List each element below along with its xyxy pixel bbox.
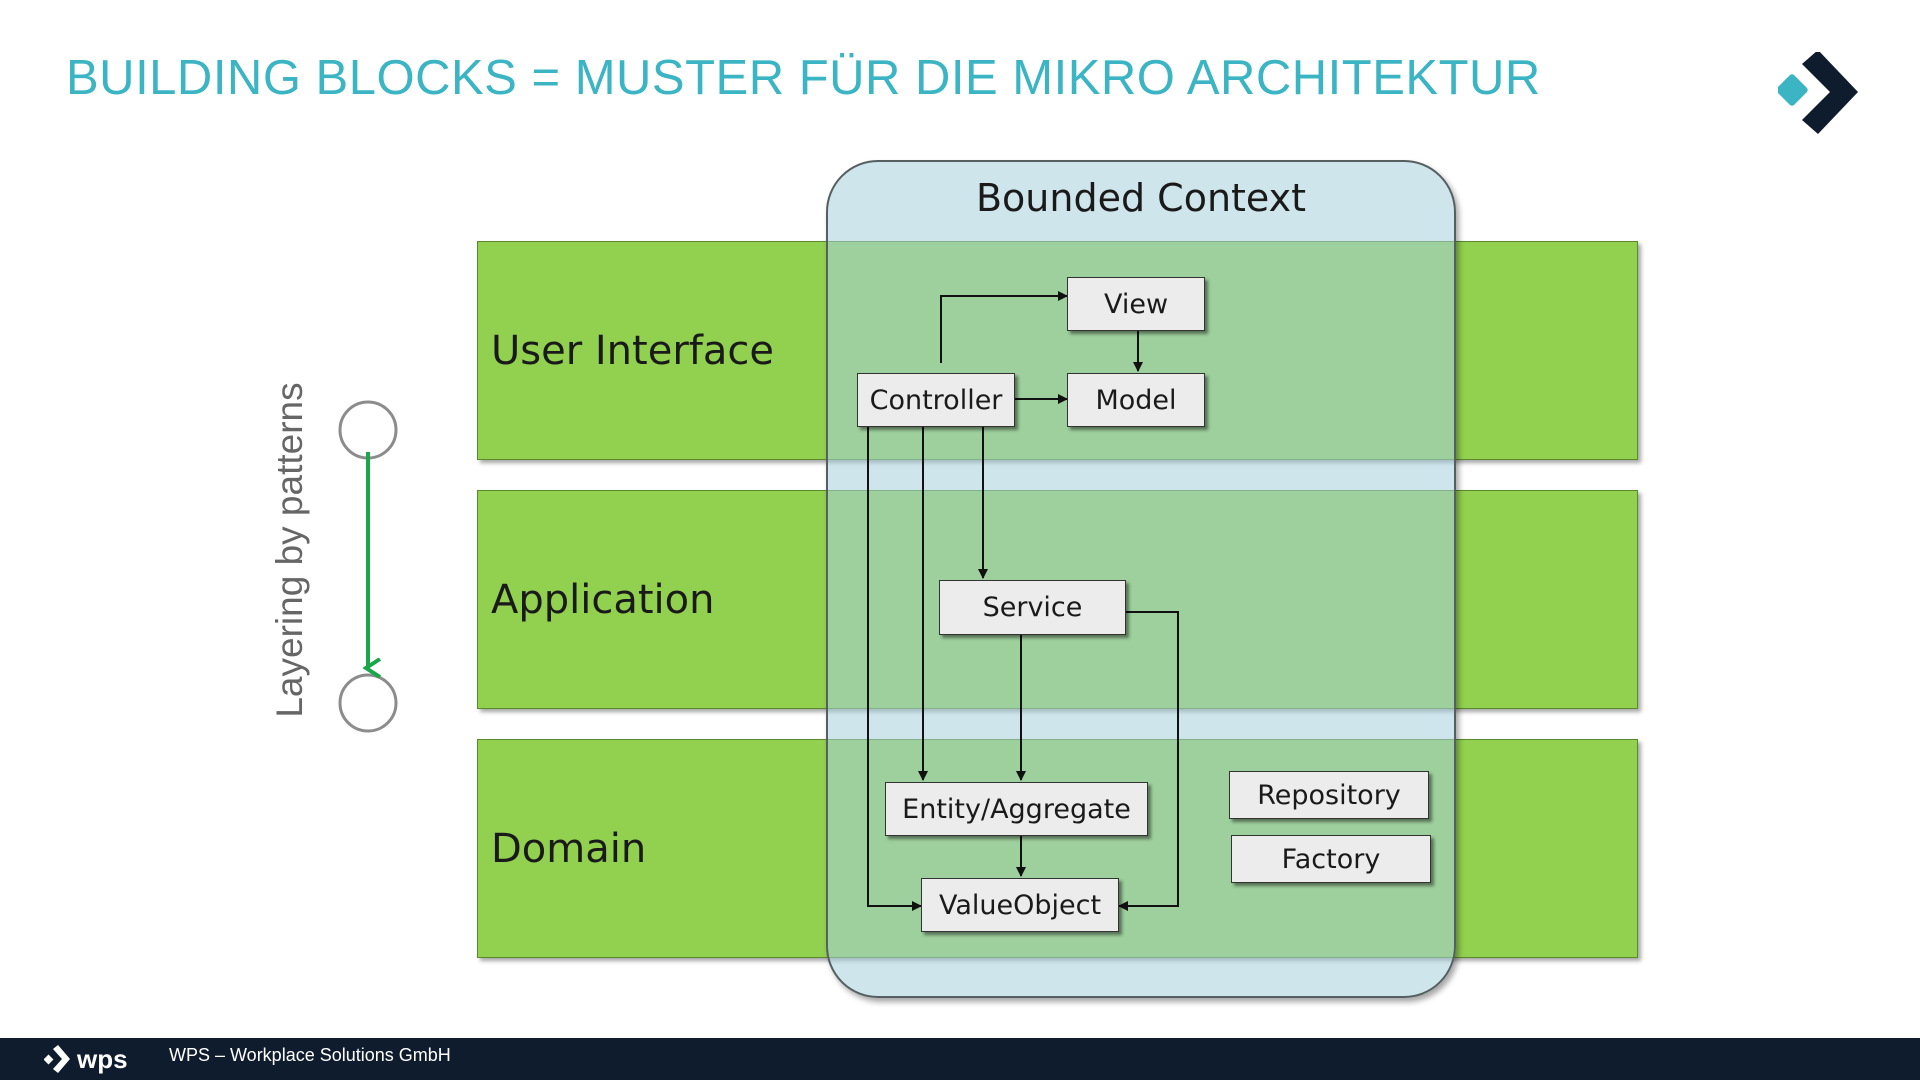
wps-logo-icon bbox=[1778, 52, 1858, 134]
layering-bottom-circle bbox=[338, 673, 398, 733]
value-object-block: ValueObject bbox=[921, 878, 1119, 932]
controller-block: Controller bbox=[857, 373, 1015, 427]
footer-company: WPS – Workplace Solutions GmbH bbox=[169, 1045, 451, 1065]
footer-bar bbox=[0, 1038, 1920, 1080]
layering-label: Layering by patterns bbox=[269, 382, 310, 718]
footer-wps-logo-icon: wps bbox=[44, 1044, 128, 1074]
entity-aggregate-block: Entity/Aggregate bbox=[885, 782, 1148, 836]
slide-title: BUILDING BLOCKS = MUSTER FÜR DIE MIKRO A… bbox=[66, 51, 1541, 105]
footer-brand: wps bbox=[76, 1044, 128, 1074]
layering-top-circle bbox=[338, 400, 398, 460]
bounded-context-title: Bounded Context bbox=[975, 176, 1307, 220]
factory-block: Factory bbox=[1231, 835, 1431, 883]
repository-block: Repository bbox=[1229, 771, 1429, 819]
layer-label-user-interface: User Interface bbox=[491, 328, 774, 374]
model-block: Model bbox=[1067, 373, 1205, 427]
layer-label-domain: Domain bbox=[491, 826, 647, 872]
view-block: View bbox=[1067, 277, 1205, 331]
layer-label-application: Application bbox=[491, 577, 715, 623]
service-block: Service bbox=[939, 580, 1126, 635]
